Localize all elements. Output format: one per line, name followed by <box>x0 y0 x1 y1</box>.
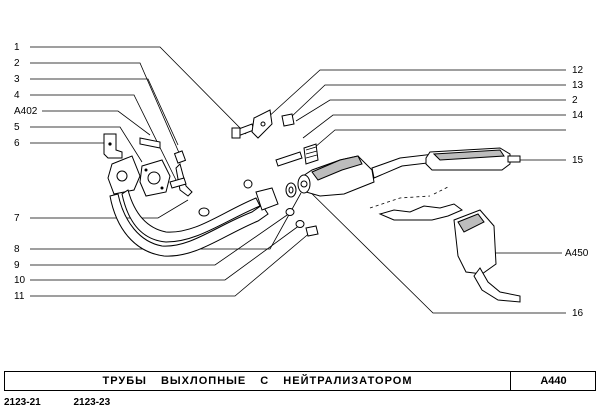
leader-lines-left <box>30 46 313 297</box>
model-code: 2123-23 <box>73 397 111 408</box>
spring-bolt-14 <box>275 143 319 167</box>
callout-4: 4 <box>14 90 20 101</box>
leader-lines-right <box>265 69 566 314</box>
catalytic-converter <box>297 153 437 197</box>
callout-10: 10 <box>14 275 26 286</box>
flange-gasket <box>285 182 297 198</box>
heat-shield-12 <box>251 109 273 139</box>
nut-1 <box>243 179 253 189</box>
callout-13: 13 <box>572 80 584 91</box>
callout-15: 15 <box>572 155 584 166</box>
callout-8: 8 <box>14 244 20 255</box>
callout-5: 5 <box>14 122 20 133</box>
callout-6: 6 <box>14 138 20 149</box>
callout-3: 3 <box>14 74 20 85</box>
callout-12: 12 <box>572 65 584 76</box>
callout-1: 1 <box>14 42 20 53</box>
model-codes: 2123-21 2123-23 <box>4 397 140 411</box>
gasket-part <box>139 159 171 197</box>
callout-a402: A402 <box>14 106 38 117</box>
diagram-title: ТРУБЫ ВЫХЛОПНЫЕ С НЕЙТРАЛИЗАТОРОМ <box>102 375 413 387</box>
callouts-right-group: 12 13 2 14 15 A450 16 <box>565 65 589 319</box>
callout-14: 14 <box>572 110 584 121</box>
title-bar: ТРУБЫ ВЫХЛОПНЫЕ С НЕЙТРАЛИЗАТОРОМ A440 <box>4 371 596 391</box>
sensor-part <box>139 137 193 197</box>
callout-7: 7 <box>14 213 20 224</box>
callout-2: 2 <box>14 58 20 69</box>
nut-13 <box>281 113 295 127</box>
callout-2-right: 2 <box>572 95 578 106</box>
downpipe-part <box>107 155 279 257</box>
callout-11: 11 <box>14 291 25 302</box>
resonator-15 <box>425 147 521 171</box>
rear-muffler-a450 <box>369 185 521 303</box>
callouts-left-group: 1 2 3 4 A402 5 6 7 8 9 10 11 <box>14 42 38 302</box>
callout-a450: A450 <box>565 248 589 259</box>
title-divider <box>510 372 511 390</box>
sheet-code: A440 <box>540 375 567 387</box>
bracket-part <box>103 133 123 159</box>
washers-9-10 <box>285 208 319 237</box>
callout-9: 9 <box>14 260 20 271</box>
model-code: 2123-21 <box>4 397 41 408</box>
callout-16: 16 <box>572 308 584 319</box>
bolt-1 <box>231 123 255 139</box>
